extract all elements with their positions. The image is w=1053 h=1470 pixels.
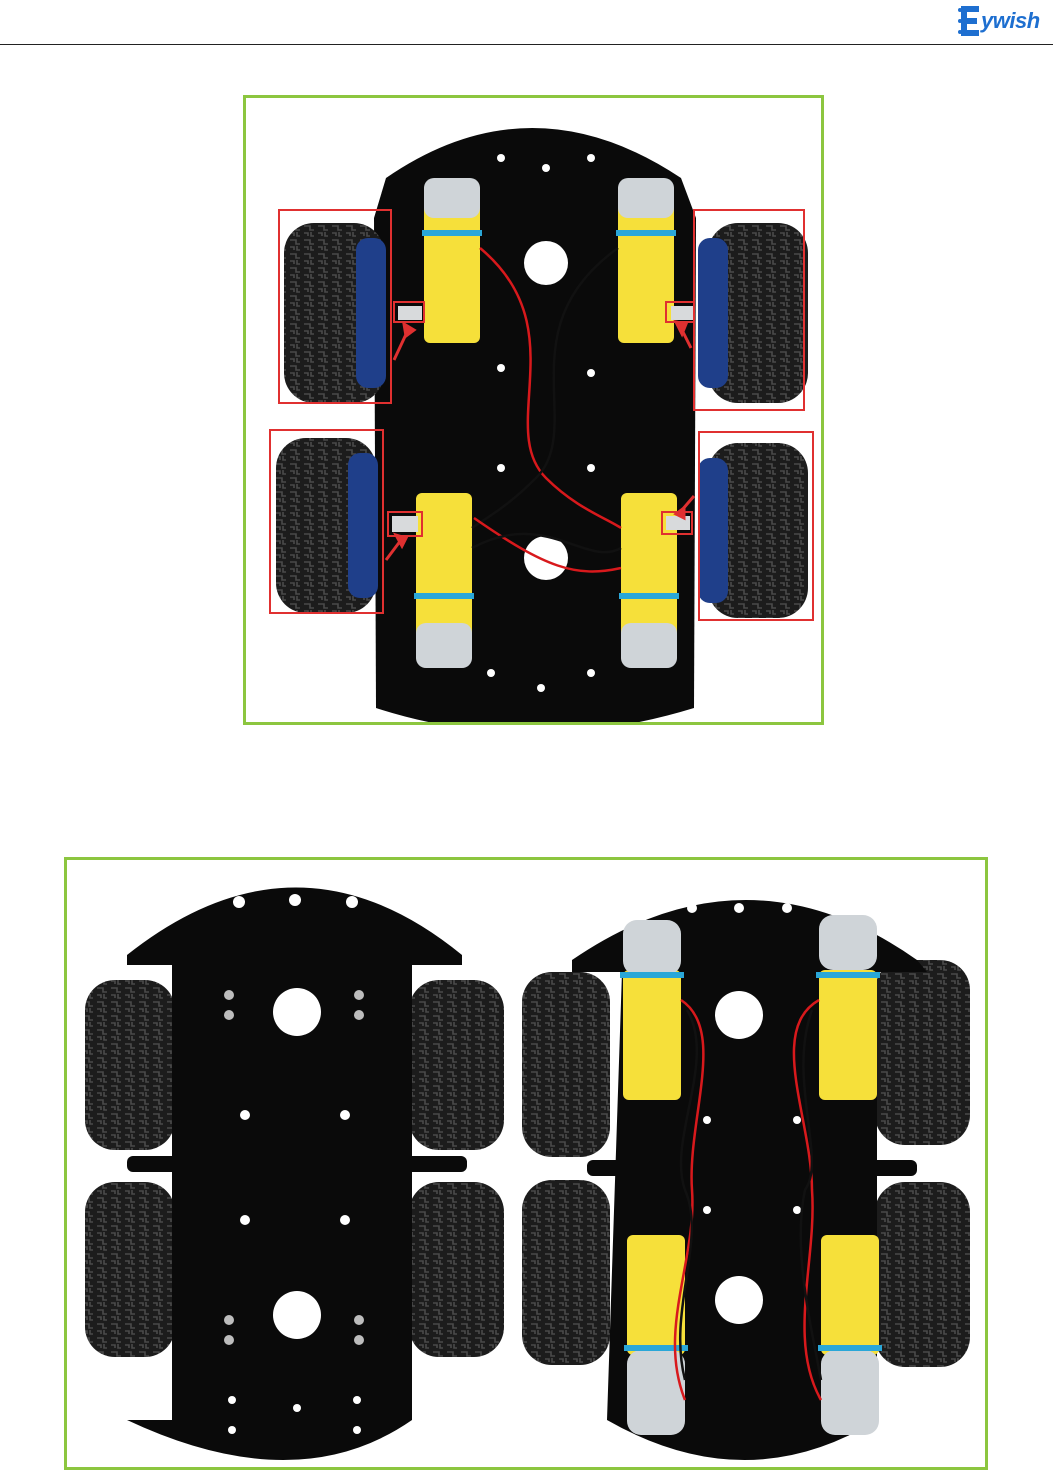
bottom-view-assembly [522, 900, 970, 1460]
top-chassis-plate [127, 888, 462, 1461]
wheel-top-left [284, 223, 386, 403]
logo-text: ywish [981, 8, 1040, 34]
motor-top-left [422, 178, 482, 343]
gear-e-logo-icon [957, 2, 983, 40]
figure-1-frame [243, 95, 824, 725]
figure-2-frame [64, 857, 988, 1470]
wheel-top-right [698, 223, 808, 403]
wheel-bottom-right [698, 443, 808, 618]
header-rule [0, 44, 1053, 45]
brand-logo: ywish [957, 0, 1053, 42]
wheel-bottom-left [276, 438, 378, 613]
top-view-assembly [85, 888, 504, 1461]
figure-2-car-assembly-views [67, 860, 985, 1467]
figure-1-car-chassis-illustration [246, 98, 821, 722]
